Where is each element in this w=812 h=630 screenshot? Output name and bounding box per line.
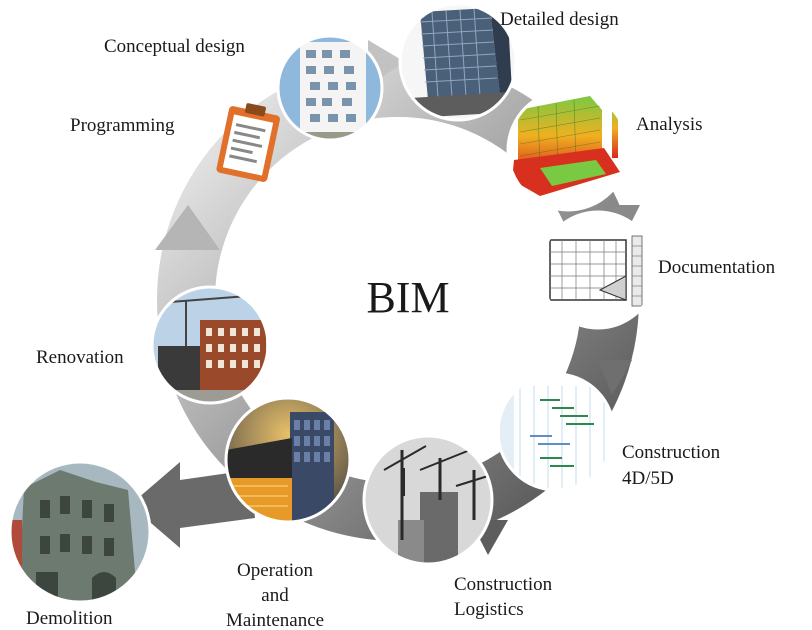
construction-logistics-image (364, 436, 492, 564)
label-demolition: Demolition (26, 608, 113, 629)
exit-arrow-icon (130, 462, 255, 548)
center-title: BIM (366, 273, 449, 322)
clipboard-icon (216, 103, 280, 182)
arrow-down-icon (598, 360, 632, 395)
documentation-image (540, 212, 656, 328)
label-operation-maintenance-line3: Maintenance (226, 610, 324, 630)
label-detailed-design: Detailed design (500, 9, 619, 30)
label-renovation: Renovation (36, 347, 124, 368)
renovation-frame (150, 285, 270, 405)
ring-center (215, 117, 581, 483)
analysis-image (508, 90, 628, 210)
label-programming: Programming (70, 115, 175, 136)
label-conceptual-design: Conceptual design (104, 36, 245, 57)
label-construction-4d5d-line1: Construction (622, 442, 721, 463)
analysis-frame (506, 88, 630, 212)
label-construction-logistics-line1: Construction (454, 574, 553, 595)
construction-logistics-frame (362, 434, 494, 566)
documentation-frame (538, 210, 658, 330)
label-operation-maintenance-line1: Operation (237, 560, 313, 581)
label-analysis: Analysis (636, 114, 703, 135)
construction-4d5d-frame (496, 372, 616, 492)
operation-maintenance-frame (224, 396, 352, 524)
conceptual-design-image (278, 36, 382, 140)
arrow-up-icon (155, 205, 220, 250)
conceptual-design-frame (276, 34, 384, 142)
label-operation-maintenance-line2: and (261, 585, 289, 606)
demolition-frame (8, 460, 152, 604)
detailed-design-frame (398, 2, 518, 122)
label-construction-4d5d-line2: 4D/5D (622, 468, 674, 489)
label-documentation: Documentation (658, 257, 776, 278)
label-construction-logistics-line2: Logistics (454, 599, 524, 620)
